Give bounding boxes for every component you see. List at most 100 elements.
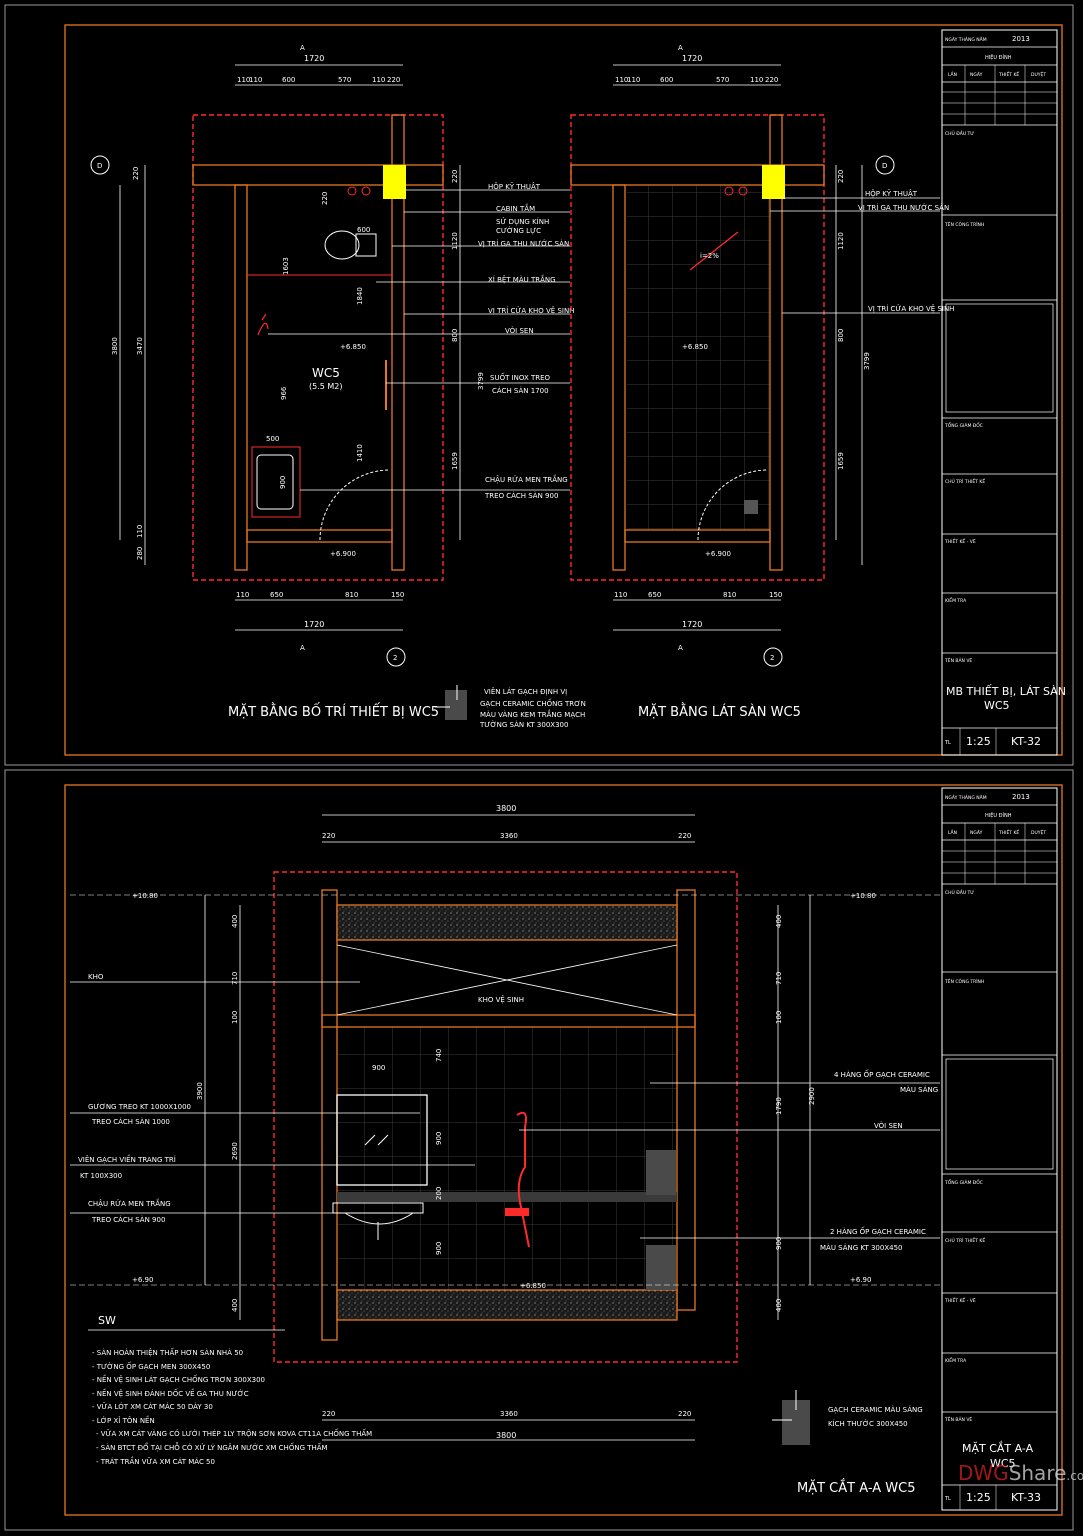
ceiling-slab [336, 904, 678, 941]
svg-text:A: A [300, 44, 305, 52]
sheet-1: 1720 110 110 600 570 110 220 110 650 810… [4, 4, 1074, 766]
toilet-tank [355, 233, 377, 257]
svg-text:600: 600 [357, 226, 370, 234]
level-label: +10.80 [850, 892, 876, 900]
svg-text:- VỮA LÓT XM CÁT MÁC 50 DÀY 30: - VỮA LÓT XM CÁT MÁC 50 DÀY 30 [92, 1402, 213, 1411]
svg-text:966: 966 [280, 386, 288, 400]
svg-text:1840: 1840 [356, 287, 364, 305]
legend-swatch [445, 690, 467, 720]
grid-bubble-d [875, 155, 895, 175]
sheet-1-frame [64, 24, 1063, 756]
svg-text:600: 600 [660, 76, 673, 84]
grid-bubble-2 [386, 647, 406, 667]
svg-text:110: 110 [236, 591, 249, 599]
sheet-2-outer-border [4, 769, 1074, 1531]
sheet-1-outer-border [4, 4, 1074, 766]
svg-text:TÊN BẢN VẼ: TÊN BẢN VẼ [944, 1415, 972, 1423]
sheet-number: KT-32 [1011, 735, 1041, 748]
svg-text:KIỂM TRA: KIỂM TRA [945, 1356, 967, 1364]
svg-text:SỬ DỤNG KÍNH: SỬ DỤNG KÍNH [496, 217, 549, 226]
level-label: +10.80 [132, 892, 158, 900]
svg-text:650: 650 [648, 591, 661, 599]
title-block-sheet-2: NGÀY THÁNG NĂM 2013 HIỆU ĐÍNH LẦN NGÀY T… [941, 787, 1058, 1511]
svg-text:3800: 3800 [496, 1431, 516, 1440]
svg-text:2900: 2900 [808, 1087, 816, 1105]
sheet-2-frame [64, 784, 1063, 1516]
svg-text:TREO CÁCH SÀN 1000: TREO CÁCH SÀN 1000 [91, 1117, 170, 1126]
svg-text:110: 110 [237, 76, 250, 84]
svg-text:VỊ TRÍ GA THU NƯỚC SÀN: VỊ TRÍ GA THU NƯỚC SÀN [858, 203, 949, 212]
svg-text:1120: 1120 [451, 232, 459, 250]
svg-text:- SÀN BTCT ĐỔ TẠI CHỖ CÓ XỬ LÝ: - SÀN BTCT ĐỔ TẠI CHỖ CÓ XỬ LÝ NGÂM NƯỚC… [96, 1442, 328, 1452]
svg-text:570: 570 [338, 76, 351, 84]
border-tile-strip [337, 1192, 677, 1202]
level-label: +6.850 [340, 343, 366, 351]
floor-marker-icon [744, 500, 758, 514]
svg-text:THIẾT KẾ - VẼ: THIẾT KẾ - VẼ [944, 537, 976, 545]
svg-text:2: 2 [770, 654, 774, 662]
floor-slab [336, 1289, 678, 1321]
svg-text:KÍCH THƯỚC 300X450: KÍCH THƯỚC 300X450 [828, 1419, 908, 1428]
svg-text:TÊN BẢN VẼ: TÊN BẢN VẼ [944, 656, 972, 664]
svg-text:1720: 1720 [682, 54, 702, 63]
svg-text:280: 280 [136, 547, 144, 560]
washbasin-icon [251, 446, 301, 518]
svg-text:3800: 3800 [111, 337, 119, 355]
title-block-sheet-1: NGÀY THÁNG NĂM 2013 HIỆU ĐÍNH LẦN NGÀY T… [941, 29, 1066, 756]
svg-text:MÀU SÁNG KT 300X450: MÀU SÁNG KT 300X450 [820, 1243, 903, 1252]
svg-text:NGÀY THÁNG NĂM: NGÀY THÁNG NĂM [945, 794, 987, 801]
svg-text:650: 650 [270, 591, 283, 599]
svg-text:220: 220 [322, 1410, 335, 1418]
svg-text:3360: 3360 [500, 1410, 518, 1418]
washbasin-bowl [256, 454, 294, 510]
room-name: WC5 [312, 366, 340, 380]
plan-left-boundary [192, 114, 444, 581]
svg-text:- TRÁT TRẦN VỮA XM CÁT MÁC 50: - TRÁT TRẦN VỮA XM CÁT MÁC 50 [96, 1456, 215, 1466]
svg-text:TL: TL [944, 740, 951, 746]
shower-icon [257, 313, 269, 336]
svg-text:+6.850: +6.850 [682, 343, 708, 351]
svg-text:TÊN CÔNG TRÌNH: TÊN CÔNG TRÌNH [944, 220, 984, 228]
svg-text:HIỆU ĐÍNH: HIỆU ĐÍNH [985, 53, 1012, 61]
svg-text:- NỀN VỆ SINH ĐÁNH DỐC VỀ GA T: - NỀN VỆ SINH ĐÁNH DỐC VỀ GA THU NƯỚC [92, 1388, 249, 1398]
technical-shaft [762, 165, 785, 199]
technical-shaft [383, 165, 406, 199]
plan-right-boundary [570, 114, 825, 581]
svg-text:220: 220 [451, 170, 459, 183]
svg-text:A: A [678, 644, 683, 652]
level-label: +6.90 [850, 1276, 871, 1284]
svg-text:200: 200 [435, 1187, 443, 1200]
svg-text:CHỦ TRÌ THIẾT KẾ: CHỦ TRÌ THIẾT KẾ [945, 477, 985, 485]
svg-text:- TƯỜNG ỐP GẠCH MEN 300X450: - TƯỜNG ỐP GẠCH MEN 300X450 [92, 1361, 210, 1371]
svg-text:2: 2 [393, 654, 397, 662]
drawing-name: MẶT CẮT A-A [962, 1441, 1034, 1455]
pipe-icon [738, 186, 748, 196]
svg-text:400: 400 [775, 1299, 783, 1312]
wall-tile-grid [337, 1027, 677, 1290]
svg-text:A: A [300, 644, 305, 652]
svg-text:2 HÀNG ỐP GẠCH CERAMIC: 2 HÀNG ỐP GẠCH CERAMIC [830, 1226, 926, 1236]
svg-text:NGÀY: NGÀY [970, 829, 983, 836]
svg-text:LẦN: LẦN [948, 70, 957, 78]
svg-text:WC5: WC5 [990, 1457, 1016, 1470]
svg-text:1790: 1790 [775, 1097, 783, 1115]
svg-text:KT 100X300: KT 100X300 [80, 1172, 122, 1180]
svg-text:900: 900 [775, 1237, 783, 1250]
legend-sheet-2: GẠCH CERAMIC MÀU SÁNG KÍCH THƯỚC 300X450 [772, 1390, 923, 1445]
svg-text:HIỆU ĐÍNH: HIỆU ĐÍNH [985, 811, 1012, 819]
svg-text:900: 900 [372, 1064, 385, 1072]
svg-text:3800: 3800 [496, 804, 516, 813]
svg-text:100: 100 [231, 1011, 239, 1024]
svg-text:110: 110 [627, 76, 640, 84]
level-label: +6.900 [330, 550, 356, 558]
svg-text:D: D [882, 162, 887, 170]
svg-text:- LỚP XỈ TÔN NỀN: - LỚP XỈ TÔN NỀN [92, 1415, 155, 1425]
svg-text:TỔNG GIÁM ĐỐC: TỔNG GIÁM ĐỐC [944, 421, 983, 429]
sheet-number: KT-33 [1011, 1491, 1041, 1504]
svg-text:VỊ TRÍ CỬA KHO VỆ SINH: VỊ TRÍ CỬA KHO VỆ SINH [488, 306, 574, 315]
svg-text:500: 500 [266, 435, 279, 443]
wall-left [234, 184, 248, 571]
pipe-icon [361, 186, 371, 196]
svg-text:TƯỜNG SÀN KT 300X300: TƯỜNG SÀN KT 300X300 [479, 720, 568, 729]
dim-top-total: 1720 [304, 54, 324, 63]
